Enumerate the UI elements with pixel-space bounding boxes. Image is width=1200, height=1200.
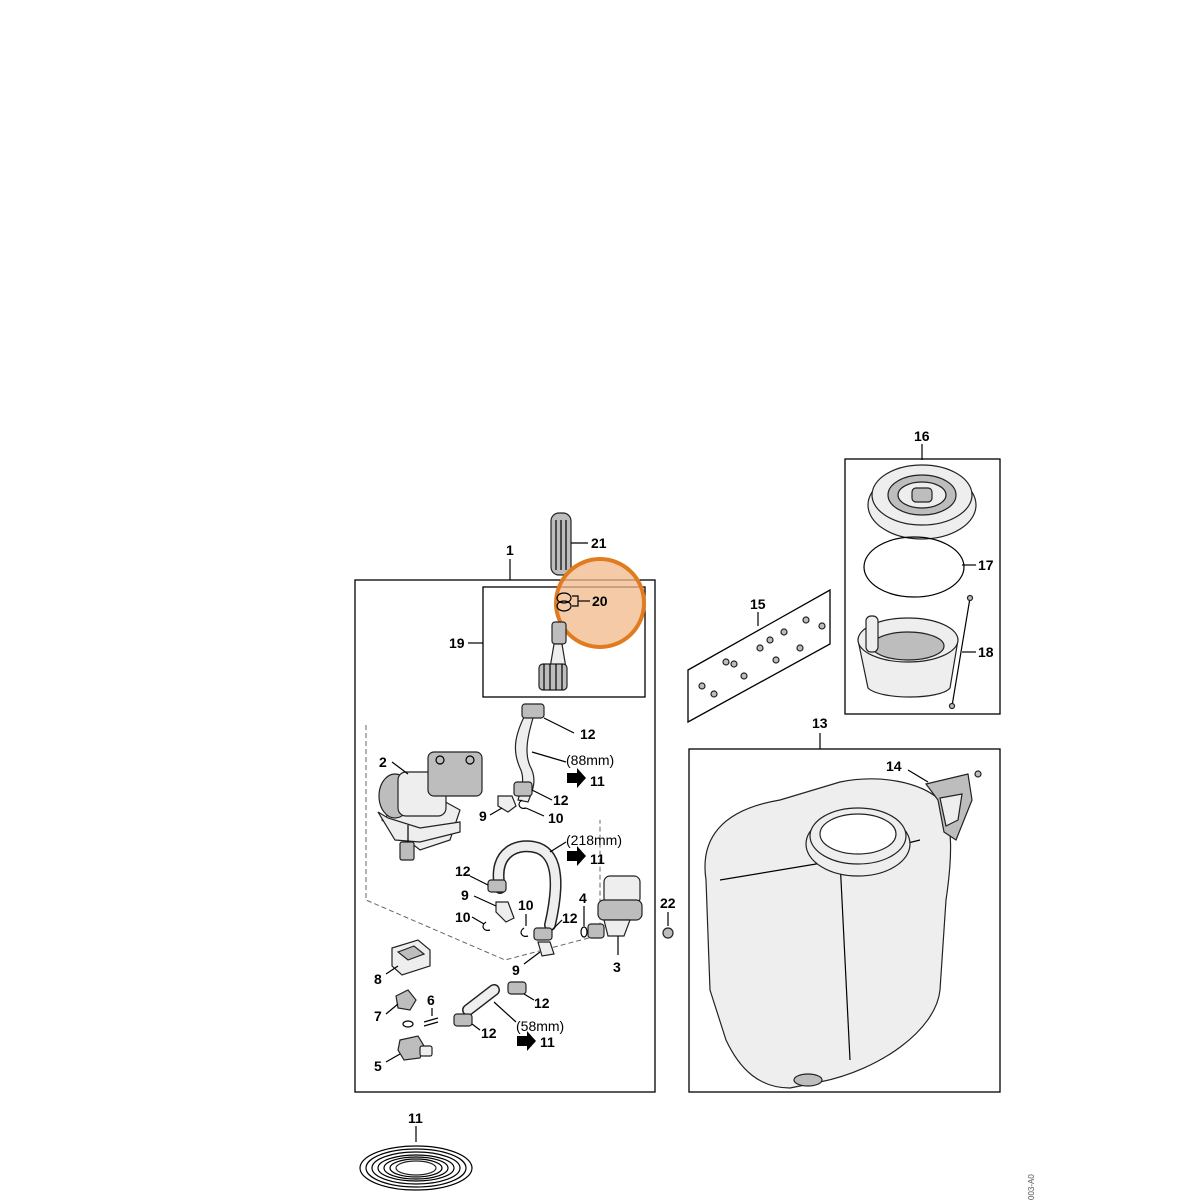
hose-coil-11: 11 (359, 1110, 473, 1191)
valve-5: 5 (374, 1035, 433, 1074)
label-2: 2 (379, 754, 387, 770)
hose-58-ref: 11 (540, 1034, 555, 1050)
label-12b: 12 (553, 792, 569, 808)
filter-housing (538, 621, 568, 691)
arrow-right-icon (567, 768, 586, 788)
arrow-right-icon (567, 846, 586, 866)
label-12e: 12 (534, 995, 550, 1011)
pin-6: 6 (423, 992, 439, 1027)
label-11: 11 (408, 1110, 423, 1126)
label-12a: 12 (580, 726, 596, 742)
hose-88-ref: 11 (590, 773, 605, 789)
hose-218mm: (218mm) 11 (492, 832, 622, 931)
seal-ring-17: 17 (863, 536, 994, 598)
fitting-7: 7 (374, 989, 417, 1028)
label-4: 4 (579, 890, 587, 906)
label-9a: 9 (479, 808, 487, 824)
hose-88mm: 12 (88mm) 11 (514, 703, 614, 803)
label-5: 5 (374, 1058, 382, 1074)
tank-13 (704, 778, 952, 1089)
screw-22: 22 (660, 895, 676, 939)
label-18: 18 (978, 644, 994, 660)
label-22: 22 (660, 895, 676, 911)
label-12f: 12 (481, 1025, 497, 1041)
label-8: 8 (374, 971, 382, 987)
label-10a: 10 (548, 810, 564, 826)
label-9b: 9 (461, 887, 469, 903)
highlight-marker (554, 557, 646, 649)
hose-58mm: 12 12 (58mm) 11 (453, 981, 564, 1051)
filter-tube-21: 21 (550, 512, 607, 576)
assembly-box-1: 1 (354, 542, 656, 1093)
screw-set-15: 15 (687, 588, 831, 724)
label-9c: 9 (512, 962, 520, 978)
label-15: 15 (750, 596, 766, 612)
fittings-middle: 12 9 10 10 12 9 (455, 863, 578, 978)
bracket-14: 14 (886, 758, 982, 841)
label-12d: 12 (562, 910, 578, 926)
hose-88-length: (88mm) (566, 752, 614, 768)
label-21: 21 (591, 535, 607, 551)
drawing-code: 003-A0 (1027, 1174, 1036, 1200)
strap-18: 18 (948, 594, 994, 710)
label-19: 19 (449, 635, 465, 651)
valve-3: 4 3 (579, 875, 643, 975)
label-10b: 10 (455, 909, 471, 925)
label-1: 1 (506, 542, 514, 558)
label-14: 14 (886, 758, 902, 774)
hose-58-length: (58mm) (516, 1018, 564, 1034)
label-12c: 12 (455, 863, 471, 879)
label-20: 20 (592, 593, 608, 609)
label-16: 16 (914, 428, 930, 444)
fittings-upper: 12 9 10 (479, 781, 569, 826)
lid-box: 16 17 18 (844, 428, 1001, 715)
label-6: 6 (427, 992, 435, 1008)
o-ring-20: 20 (556, 592, 608, 612)
label-7: 7 (374, 1008, 382, 1024)
screw-icons (698, 616, 826, 698)
label-17: 17 (978, 557, 994, 573)
label-3: 3 (613, 959, 621, 975)
pump-zone-outline (365, 725, 601, 961)
pump-2: 2 (377, 751, 483, 861)
tank-box: 13 14 (688, 715, 1001, 1093)
label-13: 13 (812, 715, 828, 731)
hose-218-ref: 11 (590, 851, 605, 867)
cover-8: 8 (374, 939, 431, 987)
label-10c: 10 (518, 897, 534, 913)
arrow-right-icon (517, 1031, 536, 1051)
hose-218-length: (218mm) (566, 832, 622, 848)
strainer-basket (857, 615, 959, 698)
tank-lid-16 (867, 464, 977, 540)
